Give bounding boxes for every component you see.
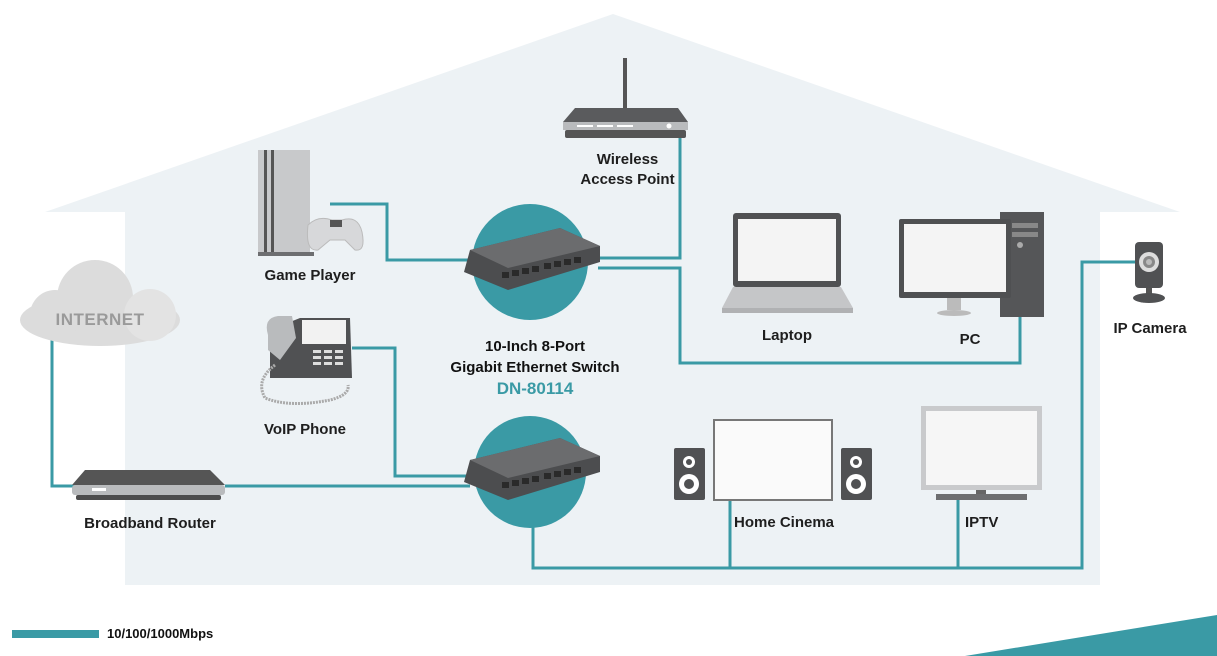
wireless-ap-label-line1: Wireless: [596, 151, 659, 168]
tv-icon: [921, 406, 1042, 500]
game-console-icon: [258, 150, 364, 256]
iptv-label: IPTV: [965, 514, 999, 531]
switch-title-line2: Gigabit Ethernet Switch: [450, 359, 620, 376]
switch-title-line1: 10-Inch 8-Port: [484, 338, 586, 355]
wireless-ap-label-line2: Access Point: [580, 171, 675, 188]
legend: 10/100/1000Mbps: [12, 626, 213, 641]
network-switch-icon: [464, 416, 600, 528]
laptop-label: Laptop: [762, 327, 812, 344]
house-background: [45, 14, 1180, 585]
game-player-label: Game Player: [264, 267, 356, 284]
desktop-pc-icon: [899, 212, 1044, 317]
cable-switch-av: [531, 260, 1135, 570]
cable-switch-pc: [598, 266, 1022, 365]
home-cinema-icon: [674, 419, 872, 501]
wireless-ap-label: Wireless Access Point: [565, 150, 690, 190]
switch-model: DN-80114: [496, 379, 574, 398]
laptop-icon: [722, 213, 853, 313]
internet-label: INTERNET: [55, 310, 145, 329]
wifi-router-icon: [563, 58, 688, 138]
cable-voip-switch: [352, 346, 470, 478]
pc-label: PC: [959, 331, 981, 348]
cable-game-switch: [330, 202, 470, 262]
legend-swatch: [12, 629, 99, 638]
cable-internet-router: [50, 340, 75, 488]
camera-icon: [1133, 242, 1165, 303]
router-icon: [72, 470, 225, 500]
ip-camera-label: IP Camera: [1113, 320, 1187, 337]
corner-accent: [965, 615, 1217, 656]
home-cinema-label: Home Cinema: [734, 514, 835, 531]
legend-label: 10/100/1000Mbps: [107, 626, 214, 641]
cables: [50, 134, 1135, 570]
switch-title: 10-Inch 8-Port Gigabit Ethernet Switch D…: [420, 336, 650, 399]
cloud-icon: [20, 260, 180, 346]
broadband-router-label: Broadband Router: [84, 515, 216, 532]
network-switch-icon: [464, 204, 600, 320]
voip-phone-label: VoIP Phone: [264, 421, 346, 438]
cable-switch-ap: [598, 134, 682, 260]
phone-icon: [260, 316, 352, 406]
